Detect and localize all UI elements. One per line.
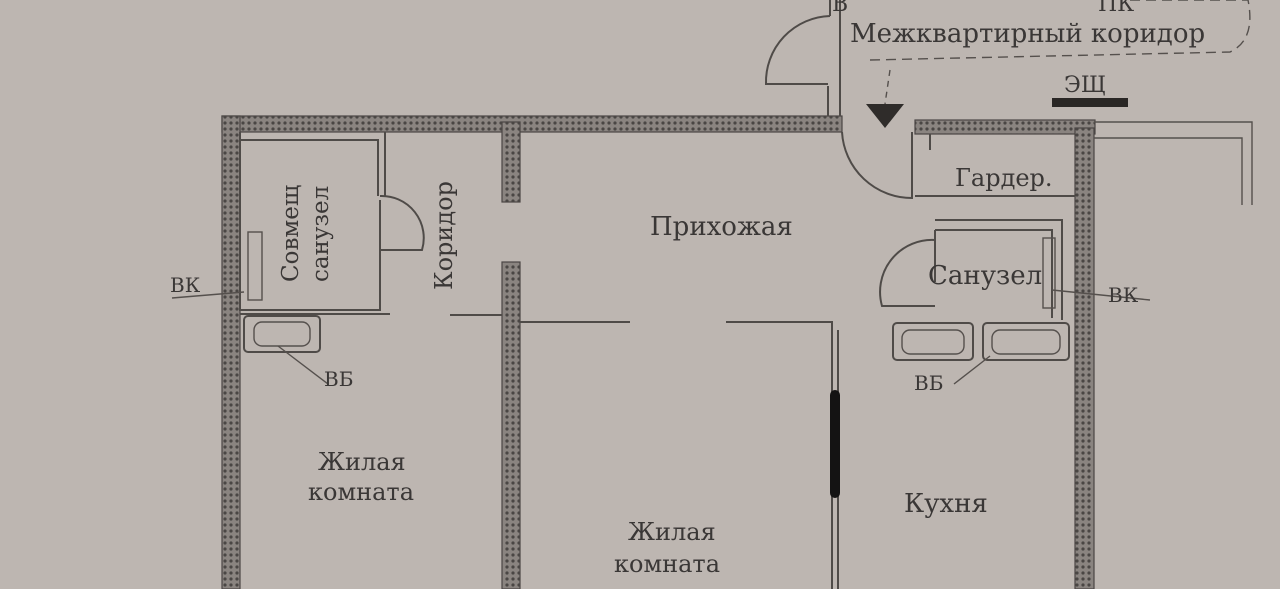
partition-wall-upper: [501, 121, 521, 203]
corridor-dashed-line: [869, 0, 1251, 61]
left-outer-wall: [221, 115, 241, 589]
sink-right-icon: [1042, 237, 1056, 309]
sovm-label-line2: санузел: [308, 186, 334, 282]
koridor-label: Коридор: [430, 181, 458, 290]
eshch-label: ЭЩ: [1064, 73, 1106, 98]
sanuzel-label: Санузел: [928, 261, 1042, 291]
vb-left-label: ВБ: [324, 367, 353, 391]
electric-panel-icon: [1052, 98, 1128, 107]
vk-right-label: ВК: [1108, 283, 1139, 307]
bathtub-right-a-icon: [892, 322, 974, 361]
bathtub-right-a-inner: [901, 329, 965, 355]
sovm-label-line1: Совмещ: [278, 185, 304, 282]
neighbor-wall: [1094, 121, 1253, 205]
room-center-line1: Жилая: [628, 518, 716, 546]
kitchen-partition: [726, 321, 833, 589]
sink-left-icon: [247, 231, 263, 301]
vb-left-leader: [277, 345, 329, 385]
partition-wall-lower: [501, 261, 521, 589]
bathtub-right-b-inner: [991, 329, 1061, 355]
bathtub-right-b-icon: [982, 322, 1070, 361]
sanuzel-right-top: [935, 219, 1063, 320]
prikhozhaya-label: Прихожая: [650, 212, 793, 242]
mark-pk: ПК: [1098, 0, 1134, 17]
bathroom-left-partition: [239, 132, 381, 311]
bathroom-left-top: [240, 139, 379, 196]
structural-walls: [221, 115, 1096, 589]
entry-door-arc: [841, 131, 913, 200]
kitchen-label: Кухня: [904, 489, 988, 519]
leader-lines: [171, 289, 1151, 385]
right-outer-wall: [1074, 127, 1095, 589]
vb-right-label: ВБ: [914, 371, 943, 395]
vk-left-label: ВК: [170, 273, 201, 297]
door-swings: [379, 0, 1251, 307]
entrance-arrow-icon: [866, 104, 904, 128]
room-left-line2: комната: [308, 478, 414, 506]
marker-stroke: [830, 390, 840, 498]
fixtures: [243, 231, 1070, 361]
top-wall-right: [914, 119, 1096, 135]
neighbor-wall-inner: [1094, 137, 1243, 205]
bathroom-door-arc: [379, 194, 425, 251]
corridor-top-label: Межквартирный коридор: [850, 19, 1205, 49]
vb-right-leader: [953, 355, 991, 385]
arrow-dash: [884, 69, 891, 105]
bathtub-left-inner: [253, 321, 311, 347]
vk-right-leader: [1051, 289, 1151, 301]
top-door-arc: [764, 15, 831, 85]
sanuzel-right-inner: [935, 229, 1053, 318]
labels: В ПК Межквартирный коридор ЭЩ Гардер. Пр…: [170, 0, 1205, 578]
vk-left-leader: [171, 291, 245, 299]
room-left-line1: Жилая: [318, 448, 406, 476]
room-center-line2: комната: [614, 550, 720, 578]
mark-v: В: [832, 0, 848, 17]
garderob-label: Гардер.: [955, 164, 1053, 192]
sanuzel-door-arc: [879, 238, 936, 307]
top-wall-left: [221, 115, 843, 133]
bathtub-left-icon: [243, 315, 321, 353]
